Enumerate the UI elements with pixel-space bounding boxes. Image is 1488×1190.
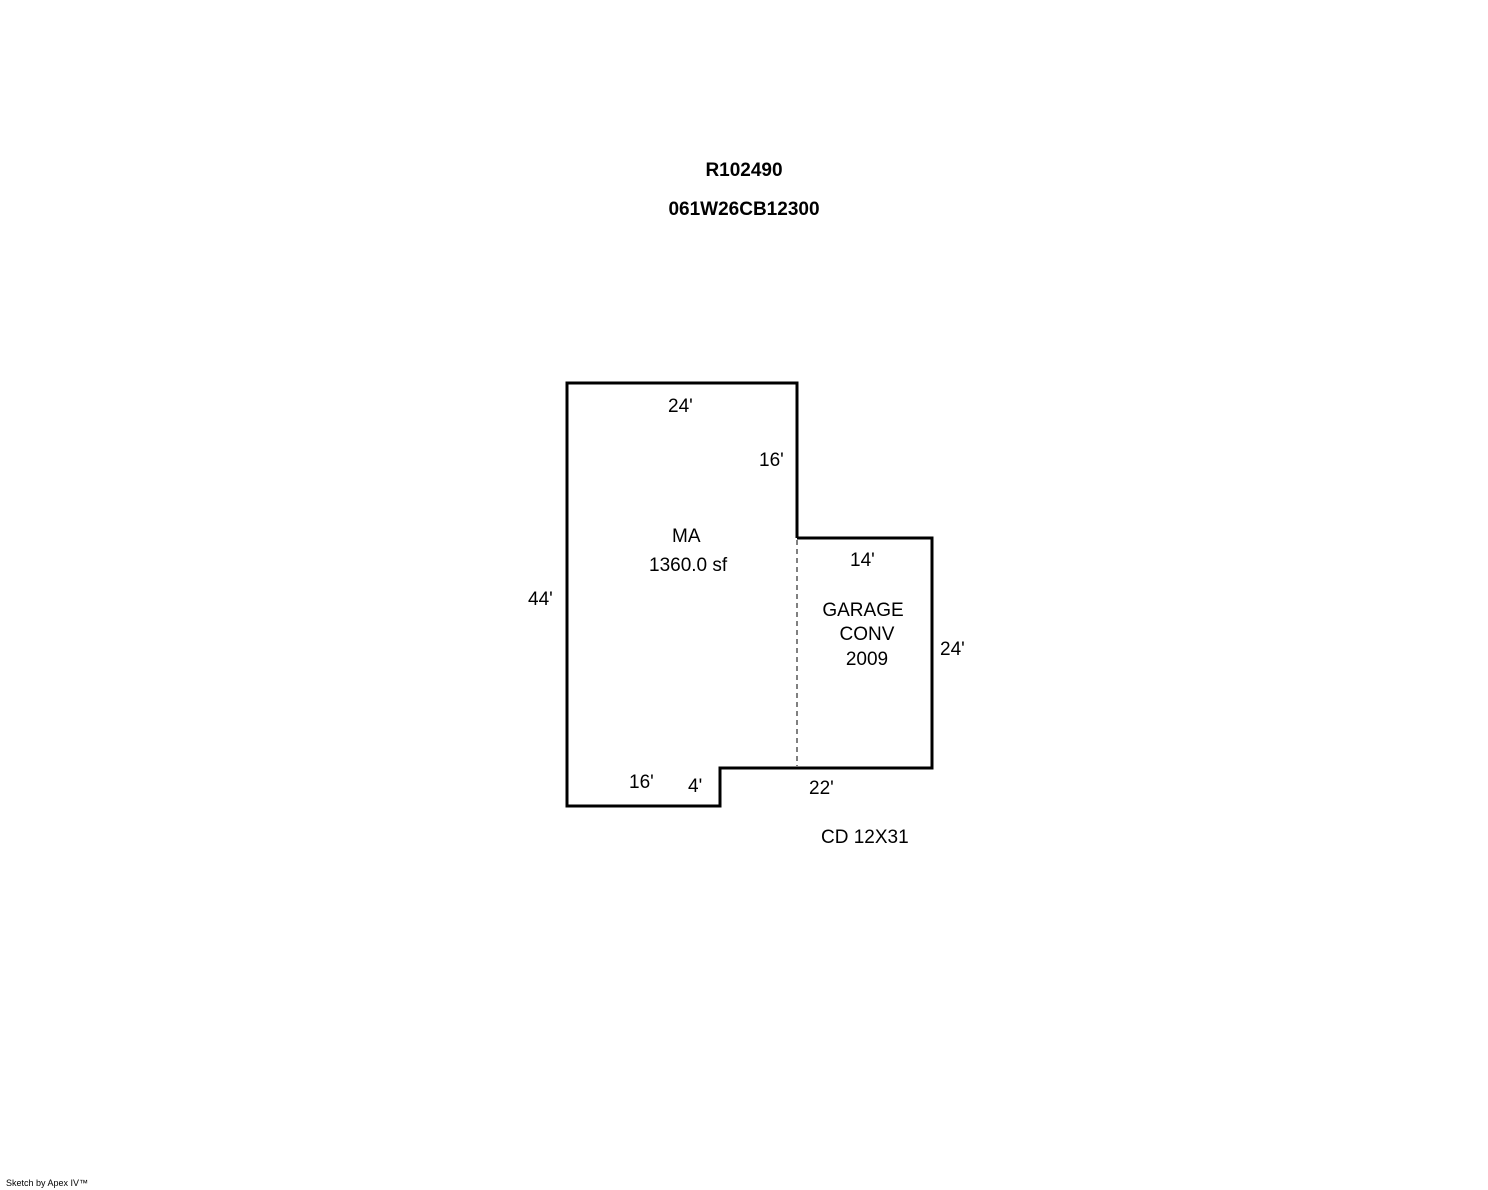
sketch-credit: Sketch by Apex IV™ xyxy=(6,1178,89,1188)
deck-note: CD 12X31 xyxy=(821,827,909,848)
main-area-outline xyxy=(565,381,799,808)
dim-garage-right: 24' xyxy=(940,639,965,660)
dim-garage-bottom: 22' xyxy=(809,778,834,799)
garage-label-line3: 2009 xyxy=(845,649,889,670)
main-area-size: 1360.0 sf xyxy=(649,555,728,576)
dim-ma-right-upper: 16' xyxy=(759,450,784,471)
main-area-code: MA xyxy=(672,526,701,547)
map-taxlot: 061W26CB12300 xyxy=(668,199,820,220)
garage-label-line1: GARAGE xyxy=(822,600,904,621)
dim-ma-top: 24' xyxy=(668,396,693,417)
dim-ma-left: 44' xyxy=(528,589,553,610)
dim-ma-bottom: 16' xyxy=(629,772,654,793)
garage-label-line2: CONV xyxy=(839,624,895,645)
dim-ma-step: 4' xyxy=(688,776,703,797)
dim-garage-top: 14' xyxy=(850,550,875,571)
garage-outline xyxy=(797,536,934,770)
account-id: R102490 xyxy=(705,160,783,181)
